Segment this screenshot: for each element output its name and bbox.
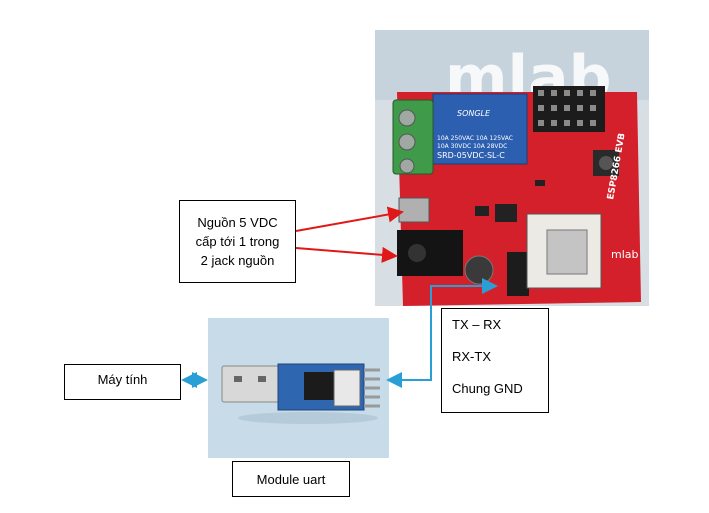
- power-label-box: Nguồn 5 VDC cấp tới 1 trong 2 jack nguồn: [179, 200, 296, 283]
- usb-connector: [221, 365, 281, 403]
- connection-gnd: Chung GND: [452, 381, 523, 396]
- uart-module-photo: [208, 318, 389, 458]
- uart-chip: [304, 372, 334, 400]
- uart-label-box: Module uart: [232, 461, 350, 497]
- relay-model: SRD-05VDC-SL-C: [437, 151, 505, 160]
- relay-brand: SONGLE: [457, 109, 491, 118]
- connection-tx-rx: TX – RX: [452, 317, 502, 332]
- pc-label: Máy tính: [97, 372, 148, 387]
- uart-module-drawing: [208, 318, 389, 458]
- power-label-line-2: cấp tới 1 trong: [195, 234, 280, 249]
- connections-box: TX – RX RX-TX Chung GND: [441, 308, 549, 413]
- uart-label: Module uart: [256, 471, 326, 487]
- connection-rx-tx: RX-TX: [452, 349, 491, 364]
- power-label-line-1: Nguồn 5 VDC: [197, 215, 278, 230]
- board-logo: mlab: [611, 248, 639, 261]
- esp8266-board-drawing: mlab SONGLE 10A 250VAC 10A 125VAC 10A 30…: [375, 30, 649, 306]
- relay-spec-2: 10A 30VDC 10A 28VDC: [437, 143, 507, 150]
- relay-spec-1: 10A 250VAC 10A 125VAC: [437, 135, 513, 142]
- pc-label-box: Máy tính: [64, 364, 181, 400]
- power-label-line-3: 2 jack nguồn: [200, 253, 275, 268]
- esp8266-board-photo: mlab SONGLE 10A 250VAC 10A 125VAC 10A 30…: [375, 30, 649, 306]
- relay: [432, 93, 528, 165]
- uart-header: [507, 252, 529, 296]
- dc-barrel-jack: [397, 230, 463, 276]
- micro-usb-jack: [398, 197, 430, 223]
